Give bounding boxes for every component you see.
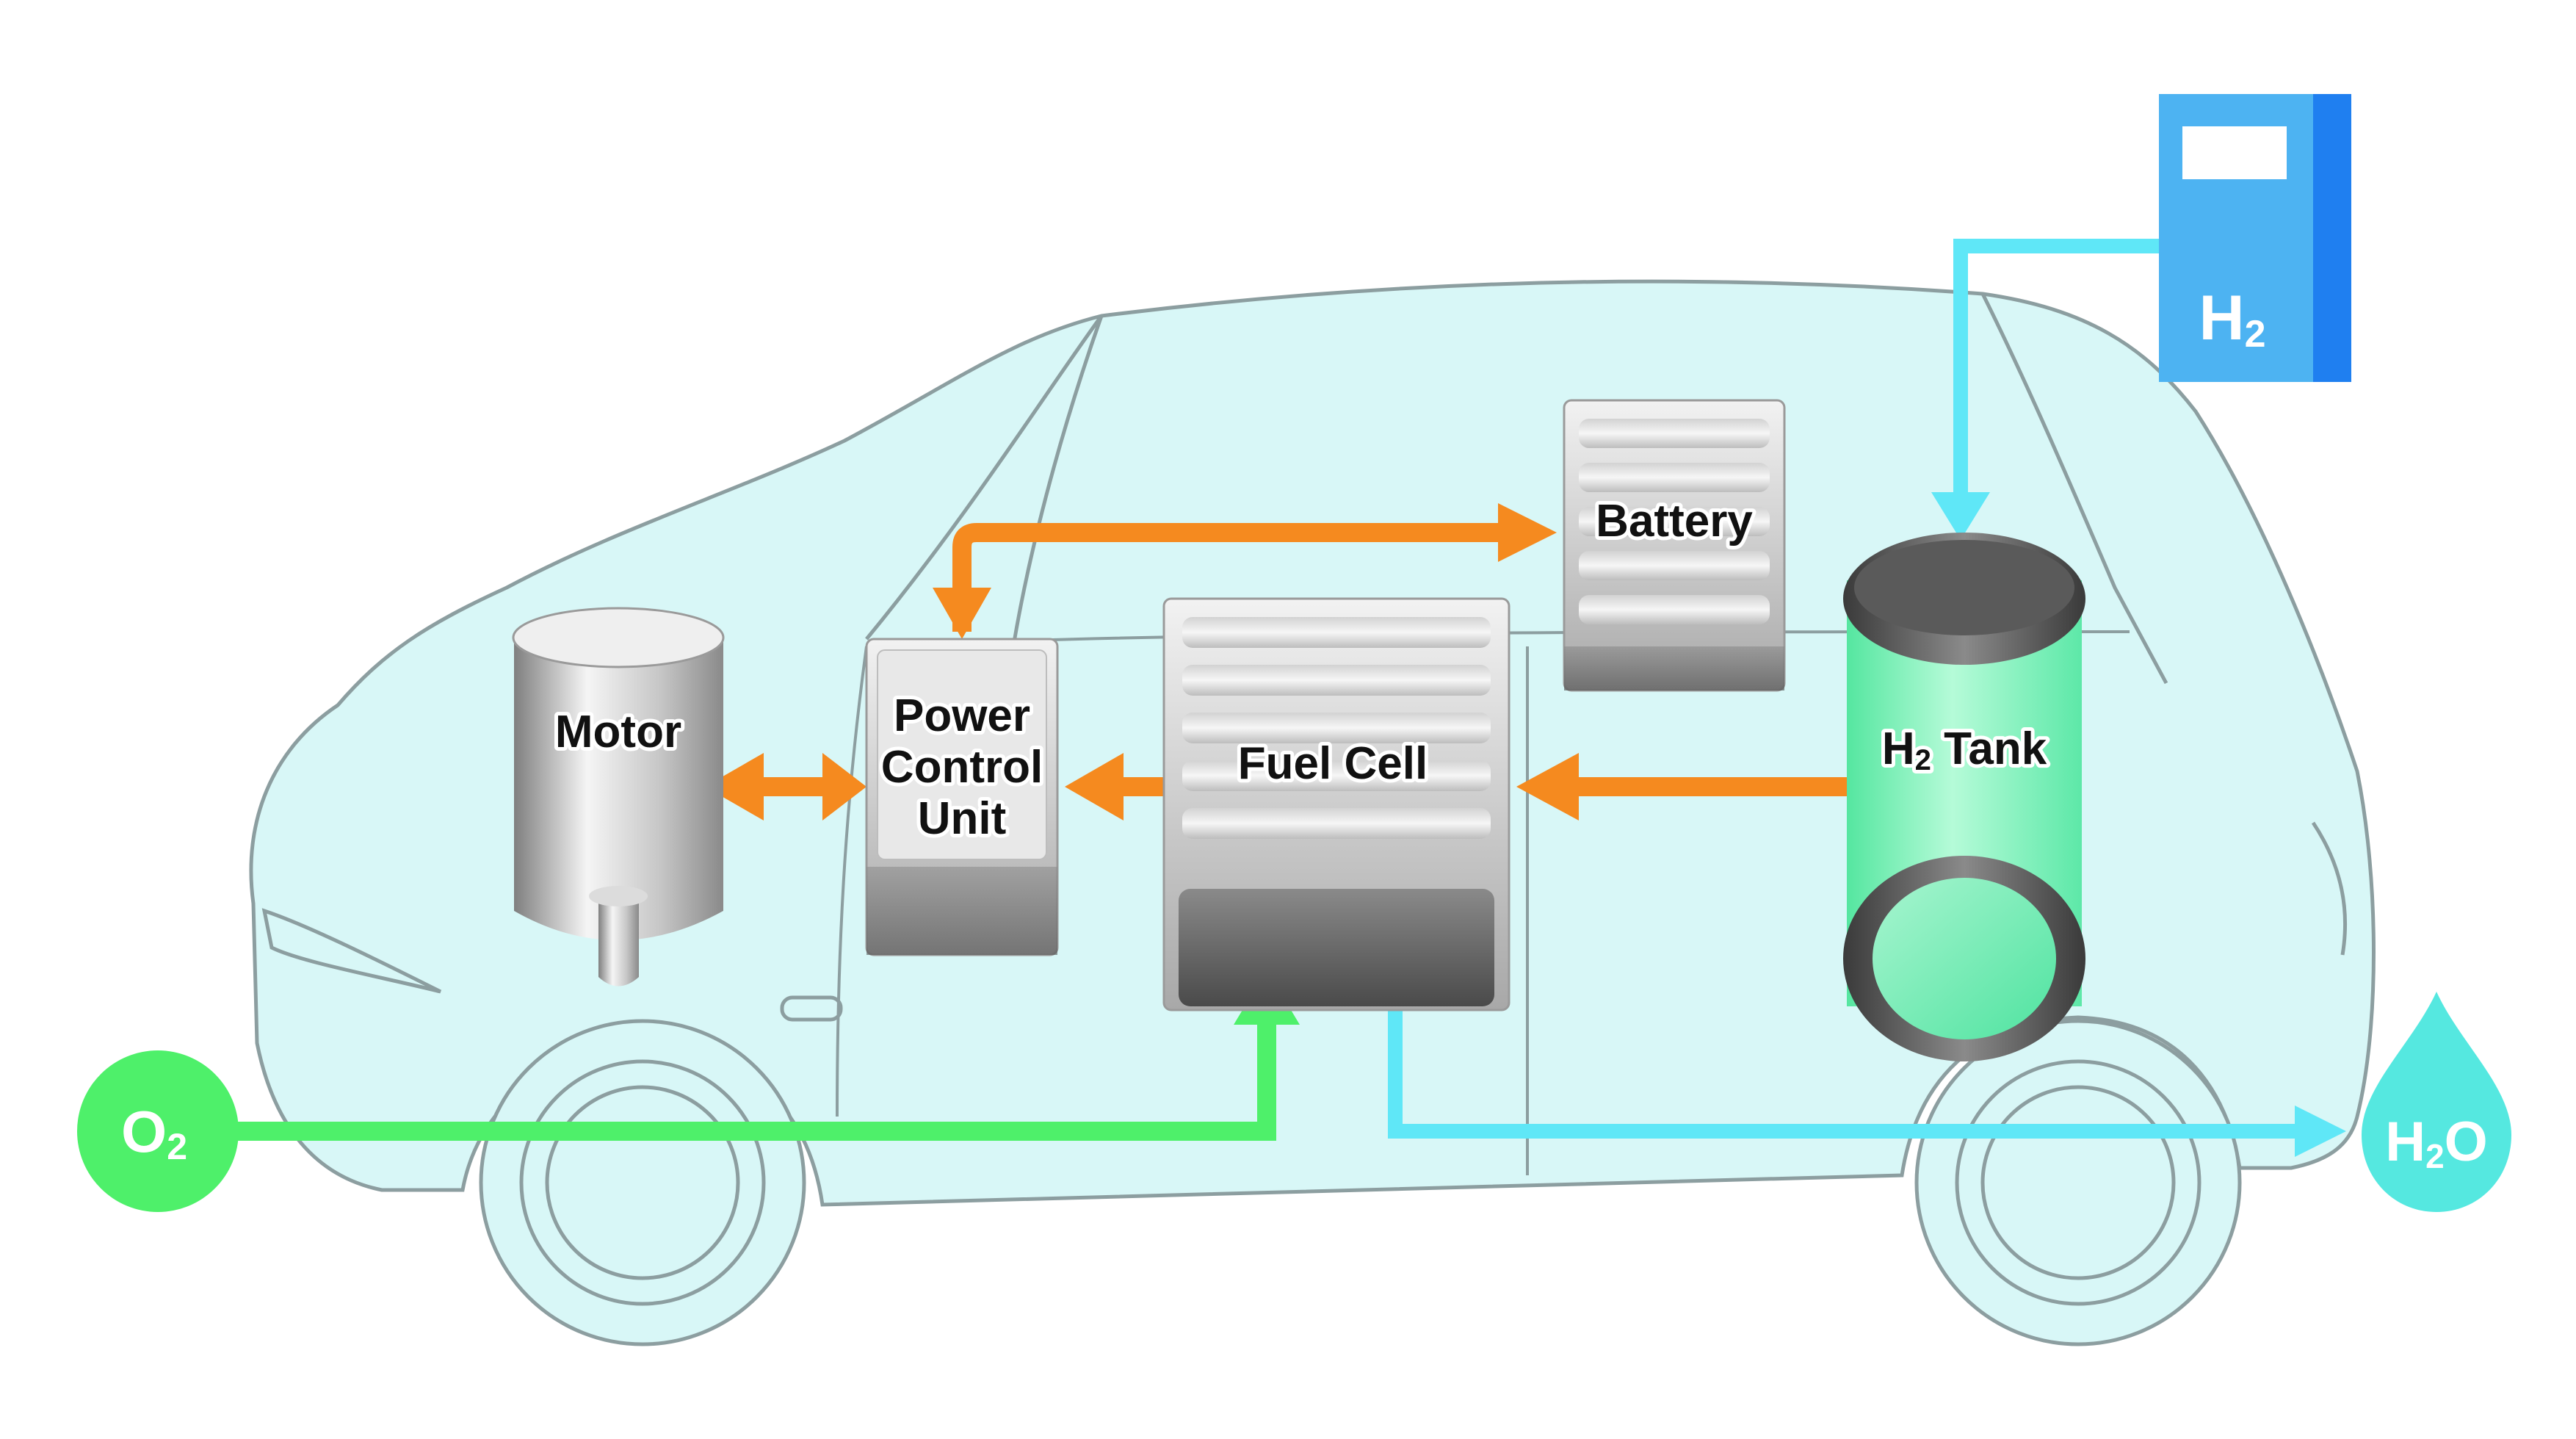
- window-line: [865, 292, 2168, 685]
- h2-tank-label: H2 Tank: [1882, 724, 2047, 776]
- electric-flow-arrows: [705, 503, 1850, 821]
- water-label-main2: O: [2445, 1111, 2488, 1173]
- fuel-cell-component: Fuel Cell: [1162, 597, 1510, 1011]
- battery-label: Battery: [1596, 496, 1753, 547]
- water-label: H2O: [2385, 1111, 2488, 1175]
- hydrogen-refuel-arrow: [1931, 239, 2159, 540]
- fuel-cell-slat: [1182, 808, 1491, 839]
- h2-tank-component: H2 Tank: [1843, 533, 2085, 1061]
- water-output: H2O: [2362, 992, 2511, 1212]
- battery-slat: [1579, 507, 1770, 536]
- tank-fuelcell-arrow: [1516, 753, 1850, 821]
- oxygen-label: O2: [121, 1099, 187, 1167]
- motor-label: Motor: [555, 707, 681, 757]
- hydrogen-station: H2: [2159, 94, 2351, 382]
- motor-pcu-arrow: [705, 753, 866, 821]
- water-label-main1: H: [2385, 1111, 2425, 1173]
- door-handle: [780, 995, 843, 1022]
- battery-component: Battery: [1563, 399, 1786, 692]
- battery-slat: [1579, 419, 1770, 448]
- front-wheel: [479, 1019, 806, 1346]
- battery-pcu-arrow: [933, 503, 1557, 639]
- station-display: [2182, 126, 2287, 179]
- fuel-cell-slat: [1182, 760, 1491, 791]
- headlight: [261, 908, 442, 994]
- tail-light: [2311, 821, 2348, 956]
- oxygen-label-sub: 2: [167, 1126, 187, 1167]
- battery-slat: [1579, 463, 1770, 492]
- pcu-component: Power Control Unit: [865, 638, 1059, 956]
- station-label-main: H: [2199, 283, 2244, 353]
- rear-wheel: [1914, 1019, 2242, 1346]
- battery-slat: [1579, 551, 1770, 580]
- fuel-cell-slat: [1182, 665, 1491, 696]
- water-label-sub: 2: [2425, 1137, 2445, 1175]
- fuel-cell-label: Fuel Cell: [1238, 738, 1428, 789]
- fuel-cell-slat: [1182, 617, 1491, 648]
- station-label: H2: [2199, 283, 2265, 356]
- h2-tank-label-main: H: [1882, 724, 1915, 774]
- pcu-label-line1: Power: [894, 690, 1030, 741]
- fuel-cell-slat: [1182, 713, 1491, 743]
- pcu-label-line3: Unit: [918, 793, 1007, 844]
- pcu-label-line2: Control: [881, 742, 1043, 793]
- water-exhaust-arrow: [1388, 984, 2346, 1157]
- h2-tank-label-rest: Tank: [1931, 724, 2047, 774]
- oxygen-input: O2: [77, 1050, 239, 1212]
- station-label-sub: 2: [2245, 313, 2266, 356]
- battery-slat: [1579, 595, 1770, 624]
- oxygen-label-main: O: [121, 1099, 167, 1164]
- fuelcell-pcu-arrow: [1065, 753, 1168, 821]
- motor-component: Motor: [512, 607, 725, 987]
- h2-tank-label-sub: 2: [1915, 744, 1931, 776]
- water-droplet-icon: [2362, 992, 2511, 1212]
